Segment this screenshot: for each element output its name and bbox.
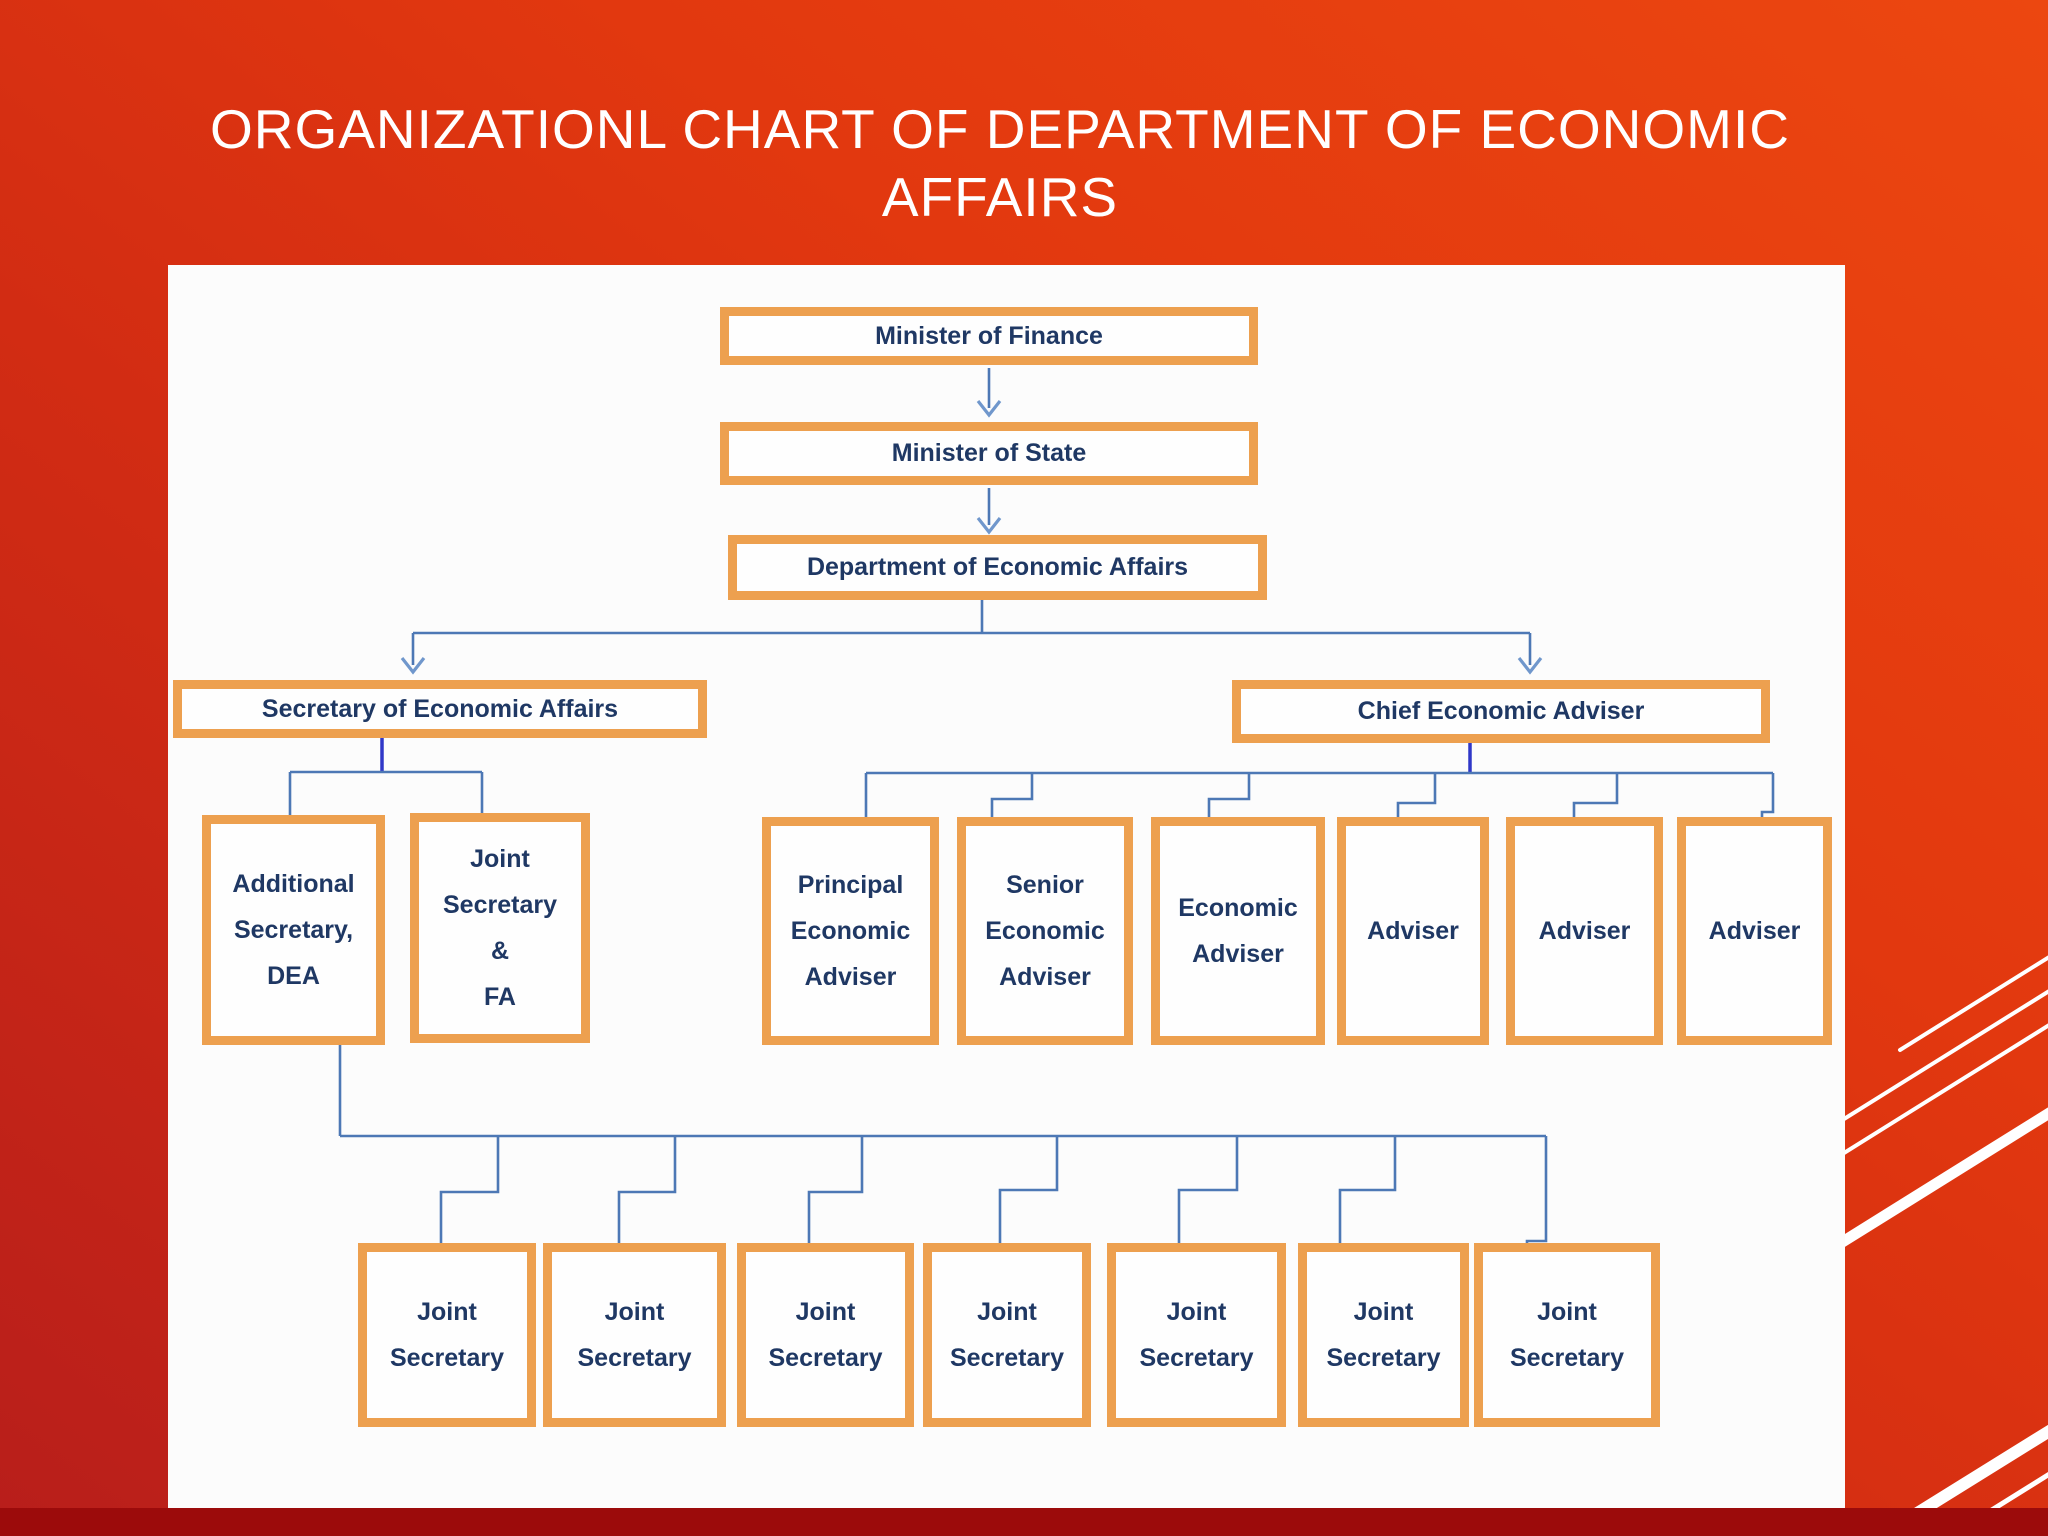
connector-line xyxy=(439,1136,500,1243)
org-box-joint-secretary-7: Joint Secretary xyxy=(1474,1243,1660,1427)
org-box-label: Joint Secretary xyxy=(577,1297,692,1372)
slide-title-line-1: ORGANIZATIONL CHART OF DEPARTMENT OF ECO… xyxy=(209,98,1791,160)
connector-line xyxy=(990,773,1034,820)
org-box-label: Joint Secretary xyxy=(1510,1297,1624,1372)
org-box-joint-secretary-1: Joint Secretary xyxy=(358,1243,536,1427)
org-box-principal-economic-adviser: Principal Economic Adviser xyxy=(762,817,939,1045)
org-box-label: Chief Economic Adviser xyxy=(1357,697,1645,726)
org-box-label: Adviser xyxy=(1367,916,1459,945)
arrowhead-down-icon xyxy=(976,400,1002,418)
connector-line xyxy=(998,1136,1059,1243)
org-box-label: Joint Secretary xyxy=(1139,1297,1254,1372)
arrowhead-down-icon xyxy=(400,657,426,675)
org-box-label: Joint Secretary xyxy=(768,1297,883,1372)
org-box-adviser-3: Adviser xyxy=(1677,817,1832,1045)
org-box-adviser-1: Adviser xyxy=(1337,817,1489,1045)
connector-line xyxy=(617,1136,677,1243)
org-box-label: Minister of State xyxy=(891,439,1087,468)
org-box-department-of-economic-affairs: Department of Economic Affairs xyxy=(728,535,1267,600)
org-box-label: Secretary of Economic Affairs xyxy=(261,694,619,723)
org-box-adviser-2: Adviser xyxy=(1506,817,1663,1045)
slide-title: ORGANIZATIONL CHART OF DEPARTMENT OF ECO… xyxy=(170,95,1830,231)
org-box-joint-secretary-and-fa: Joint Secretary & FA xyxy=(410,813,590,1043)
connector-line xyxy=(1760,773,1775,817)
org-box-label: Adviser xyxy=(1538,916,1631,945)
connector-line xyxy=(1177,1136,1239,1243)
org-box-joint-secretary-2: Joint Secretary xyxy=(543,1243,726,1427)
connector-line xyxy=(1572,773,1619,818)
diagonal-stripe xyxy=(1834,1023,2048,1160)
org-box-additional-secretary-dea: Additional Secretary, DEA xyxy=(202,815,385,1045)
org-box-label: Joint Secretary xyxy=(390,1297,504,1372)
arrowhead-down-icon xyxy=(1517,657,1543,675)
org-box-label: Senior Economic Adviser xyxy=(985,870,1105,992)
org-box-joint-secretary-4: Joint Secretary xyxy=(923,1243,1091,1427)
diagonal-stripe xyxy=(1898,955,2048,1052)
org-box-secretary-of-economic-affairs: Secretary of Economic Affairs xyxy=(173,680,707,738)
diagonal-stripe xyxy=(1830,1107,2048,1252)
connector-lines xyxy=(288,368,1775,1243)
org-box-label: Additional Secretary, DEA xyxy=(232,869,355,991)
bottom-accent-band xyxy=(0,1508,2048,1536)
org-box-minister-of-state: Minister of State xyxy=(720,422,1258,485)
org-box-senior-economic-adviser: Senior Economic Adviser xyxy=(957,817,1133,1045)
org-box-label: Minister of Finance xyxy=(875,321,1103,350)
diagonal-stripe xyxy=(1834,989,2048,1126)
org-box-joint-secretary-3: Joint Secretary xyxy=(737,1243,914,1427)
org-box-label: Adviser xyxy=(1708,916,1801,945)
org-box-label: Principal Economic Adviser xyxy=(790,870,911,992)
connector-line xyxy=(1525,1136,1548,1243)
connector-line xyxy=(1396,773,1437,818)
org-box-label: Economic Adviser xyxy=(1178,893,1298,968)
org-box-label: Joint Secretary & FA xyxy=(443,844,557,1012)
org-box-joint-secretary-6: Joint Secretary xyxy=(1298,1243,1469,1427)
slide-title-line-2: AFFAIRS xyxy=(881,166,1119,229)
org-box-label: Department of Economic Affairs xyxy=(806,553,1189,582)
org-box-label: Joint Secretary xyxy=(1326,1297,1441,1372)
connector-line xyxy=(1207,773,1251,817)
connector-line xyxy=(1338,1136,1397,1243)
org-box-joint-secretary-5: Joint Secretary xyxy=(1107,1243,1286,1427)
arrowhead-down-icon xyxy=(976,517,1002,535)
org-box-chief-economic-adviser: Chief Economic Adviser xyxy=(1232,680,1770,743)
org-box-minister-of-finance: Minister of Finance xyxy=(720,307,1258,365)
org-box-label: Joint Secretary xyxy=(950,1297,1064,1372)
org-box-economic-adviser: Economic Adviser xyxy=(1151,817,1325,1045)
connector-line xyxy=(807,1136,864,1243)
